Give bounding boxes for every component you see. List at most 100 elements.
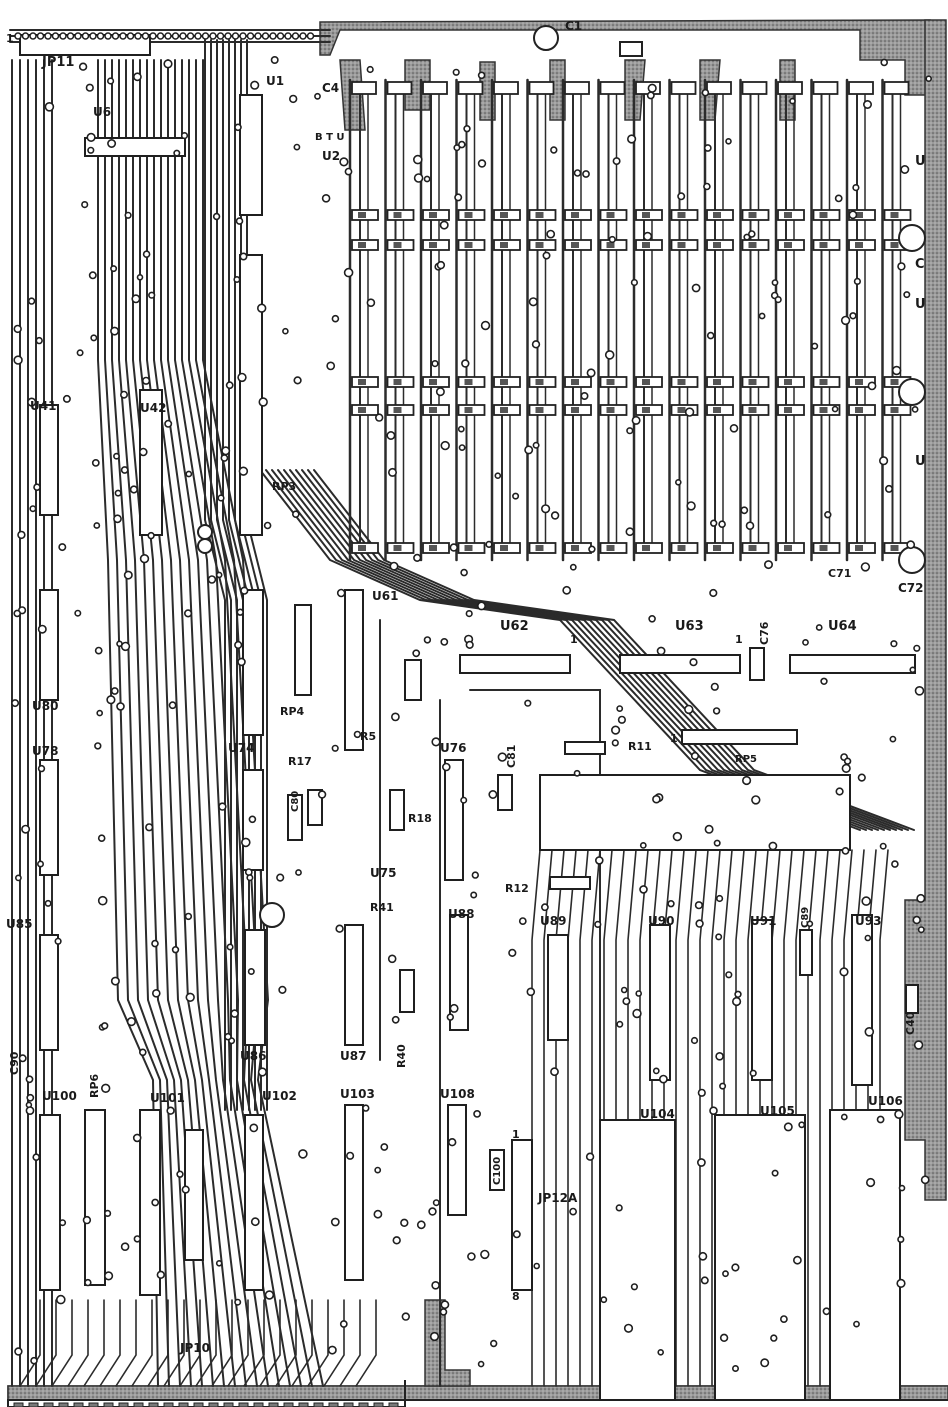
label-r11: R11	[628, 740, 652, 753]
label-u103: U103	[340, 1087, 375, 1101]
chip-c76	[749, 647, 765, 681]
label-u1: U1	[266, 74, 284, 88]
chip-u103	[344, 1104, 364, 1281]
chip-u102	[244, 1114, 264, 1291]
chip-c81	[497, 774, 513, 811]
label-rp5: RP5	[735, 754, 757, 765]
label-u6: U6	[93, 105, 111, 119]
label-u86: U86	[240, 1049, 266, 1063]
chip-x1	[404, 659, 422, 701]
label-r12: R12	[505, 882, 529, 895]
label-c1: C1	[565, 19, 582, 33]
chip-u87	[344, 924, 364, 1046]
chip-u101b	[184, 1129, 204, 1261]
ground-plane	[7, 19, 948, 1401]
chip-u93	[851, 914, 873, 1086]
label-u90: U90	[648, 914, 674, 928]
vias	[11, 32, 933, 1373]
chip-u88	[449, 914, 469, 1031]
chip-u62	[459, 654, 571, 674]
label-c89: C89	[800, 907, 811, 928]
label-pin1-u63: 1	[735, 633, 743, 646]
label-u108: U108	[440, 1087, 475, 1101]
label-u74: U74	[228, 741, 254, 755]
label-u63: U63	[675, 619, 704, 634]
chip-u41	[39, 404, 59, 516]
label-pin8-jp12a: 8	[512, 1290, 520, 1303]
label-u-right-3: U	[915, 454, 926, 469]
label-jp12a: JP12A	[537, 1191, 578, 1205]
component-labels: JP11 U6 B T U U2 C4 C1 U1 U42 U41 RP3 U6…	[6, 19, 926, 1355]
label-jp10: JP10	[179, 1341, 210, 1355]
label-u106: U106	[868, 1094, 903, 1108]
label-c4: C4	[322, 81, 339, 95]
chip-u3	[239, 254, 263, 536]
label-u-right-2: U	[915, 297, 926, 312]
label-u75: U75	[370, 866, 396, 880]
chip-jp12a	[511, 1139, 533, 1291]
label-u93: U93	[855, 914, 881, 928]
label-u64: U64	[828, 619, 857, 634]
label-u105: U105	[760, 1104, 795, 1118]
label-r5: R5	[360, 730, 376, 743]
label-rp4: RP4	[280, 705, 305, 718]
label-u88: U88	[448, 907, 474, 921]
chip-rp6	[84, 1109, 106, 1286]
label-rp6: RP6	[88, 1073, 101, 1098]
label-u41: U41	[30, 399, 56, 413]
label-u101: U101	[150, 1091, 185, 1105]
label-c72: C72	[898, 581, 924, 595]
chip-u104	[599, 1119, 676, 1401]
label-c: C	[915, 257, 925, 272]
chip-c100	[489, 1149, 505, 1191]
label-u85: U85	[6, 917, 32, 931]
edge-connector	[7, 1380, 948, 1407]
chip-r12	[549, 876, 591, 890]
label-u2: U2	[322, 149, 340, 163]
chip-u76	[444, 759, 464, 881]
chip-u6	[84, 137, 186, 157]
label-c40: C40	[904, 1011, 917, 1035]
label-u102: U102	[262, 1089, 297, 1103]
label-c76: C76	[758, 621, 771, 645]
chip-c89	[799, 929, 813, 976]
label-c81: C81	[505, 745, 518, 768]
label-jp11: JP11	[41, 55, 74, 70]
label-pin1-rp5: 1	[670, 732, 678, 745]
label-c90: C90	[8, 1051, 21, 1075]
label-r40: R40	[395, 1044, 408, 1068]
chip-r17	[307, 789, 323, 826]
label-u91: U91	[750, 914, 776, 928]
label-u87: U87	[340, 1049, 366, 1063]
label-c100: C100	[492, 1157, 503, 1185]
label-pin1-jp12a: 1	[512, 1128, 520, 1141]
chip-u1	[239, 94, 263, 216]
chip-u76-big	[539, 774, 851, 851]
chip-u63	[619, 654, 741, 674]
label-c80: C80	[290, 791, 301, 812]
chip-u78	[39, 759, 59, 876]
label-u62: U62	[500, 619, 529, 634]
chip-u101	[139, 1109, 161, 1296]
label-btu: B T U	[315, 132, 345, 143]
chip-c40	[905, 984, 919, 1014]
chip-c80	[287, 794, 303, 841]
chip-u64	[789, 654, 916, 674]
chips	[19, 34, 919, 1401]
chip-u91	[751, 919, 773, 1081]
chip-u85	[39, 934, 59, 1051]
label-u-right-1: U	[915, 154, 926, 169]
label-u78: U78	[32, 744, 58, 758]
memory-array	[348, 78, 912, 562]
chip-r11	[564, 741, 606, 755]
label-u42: U42	[140, 401, 166, 415]
label-rp3: RP3	[272, 480, 296, 493]
label-r17: R17	[288, 755, 312, 768]
chip-u106	[829, 1109, 901, 1401]
label-r41: R41	[370, 901, 394, 914]
chip-rp4	[294, 604, 312, 696]
chip-r18	[389, 789, 405, 831]
label-u104: U104	[640, 1107, 675, 1121]
label-u61: U61	[372, 589, 398, 603]
